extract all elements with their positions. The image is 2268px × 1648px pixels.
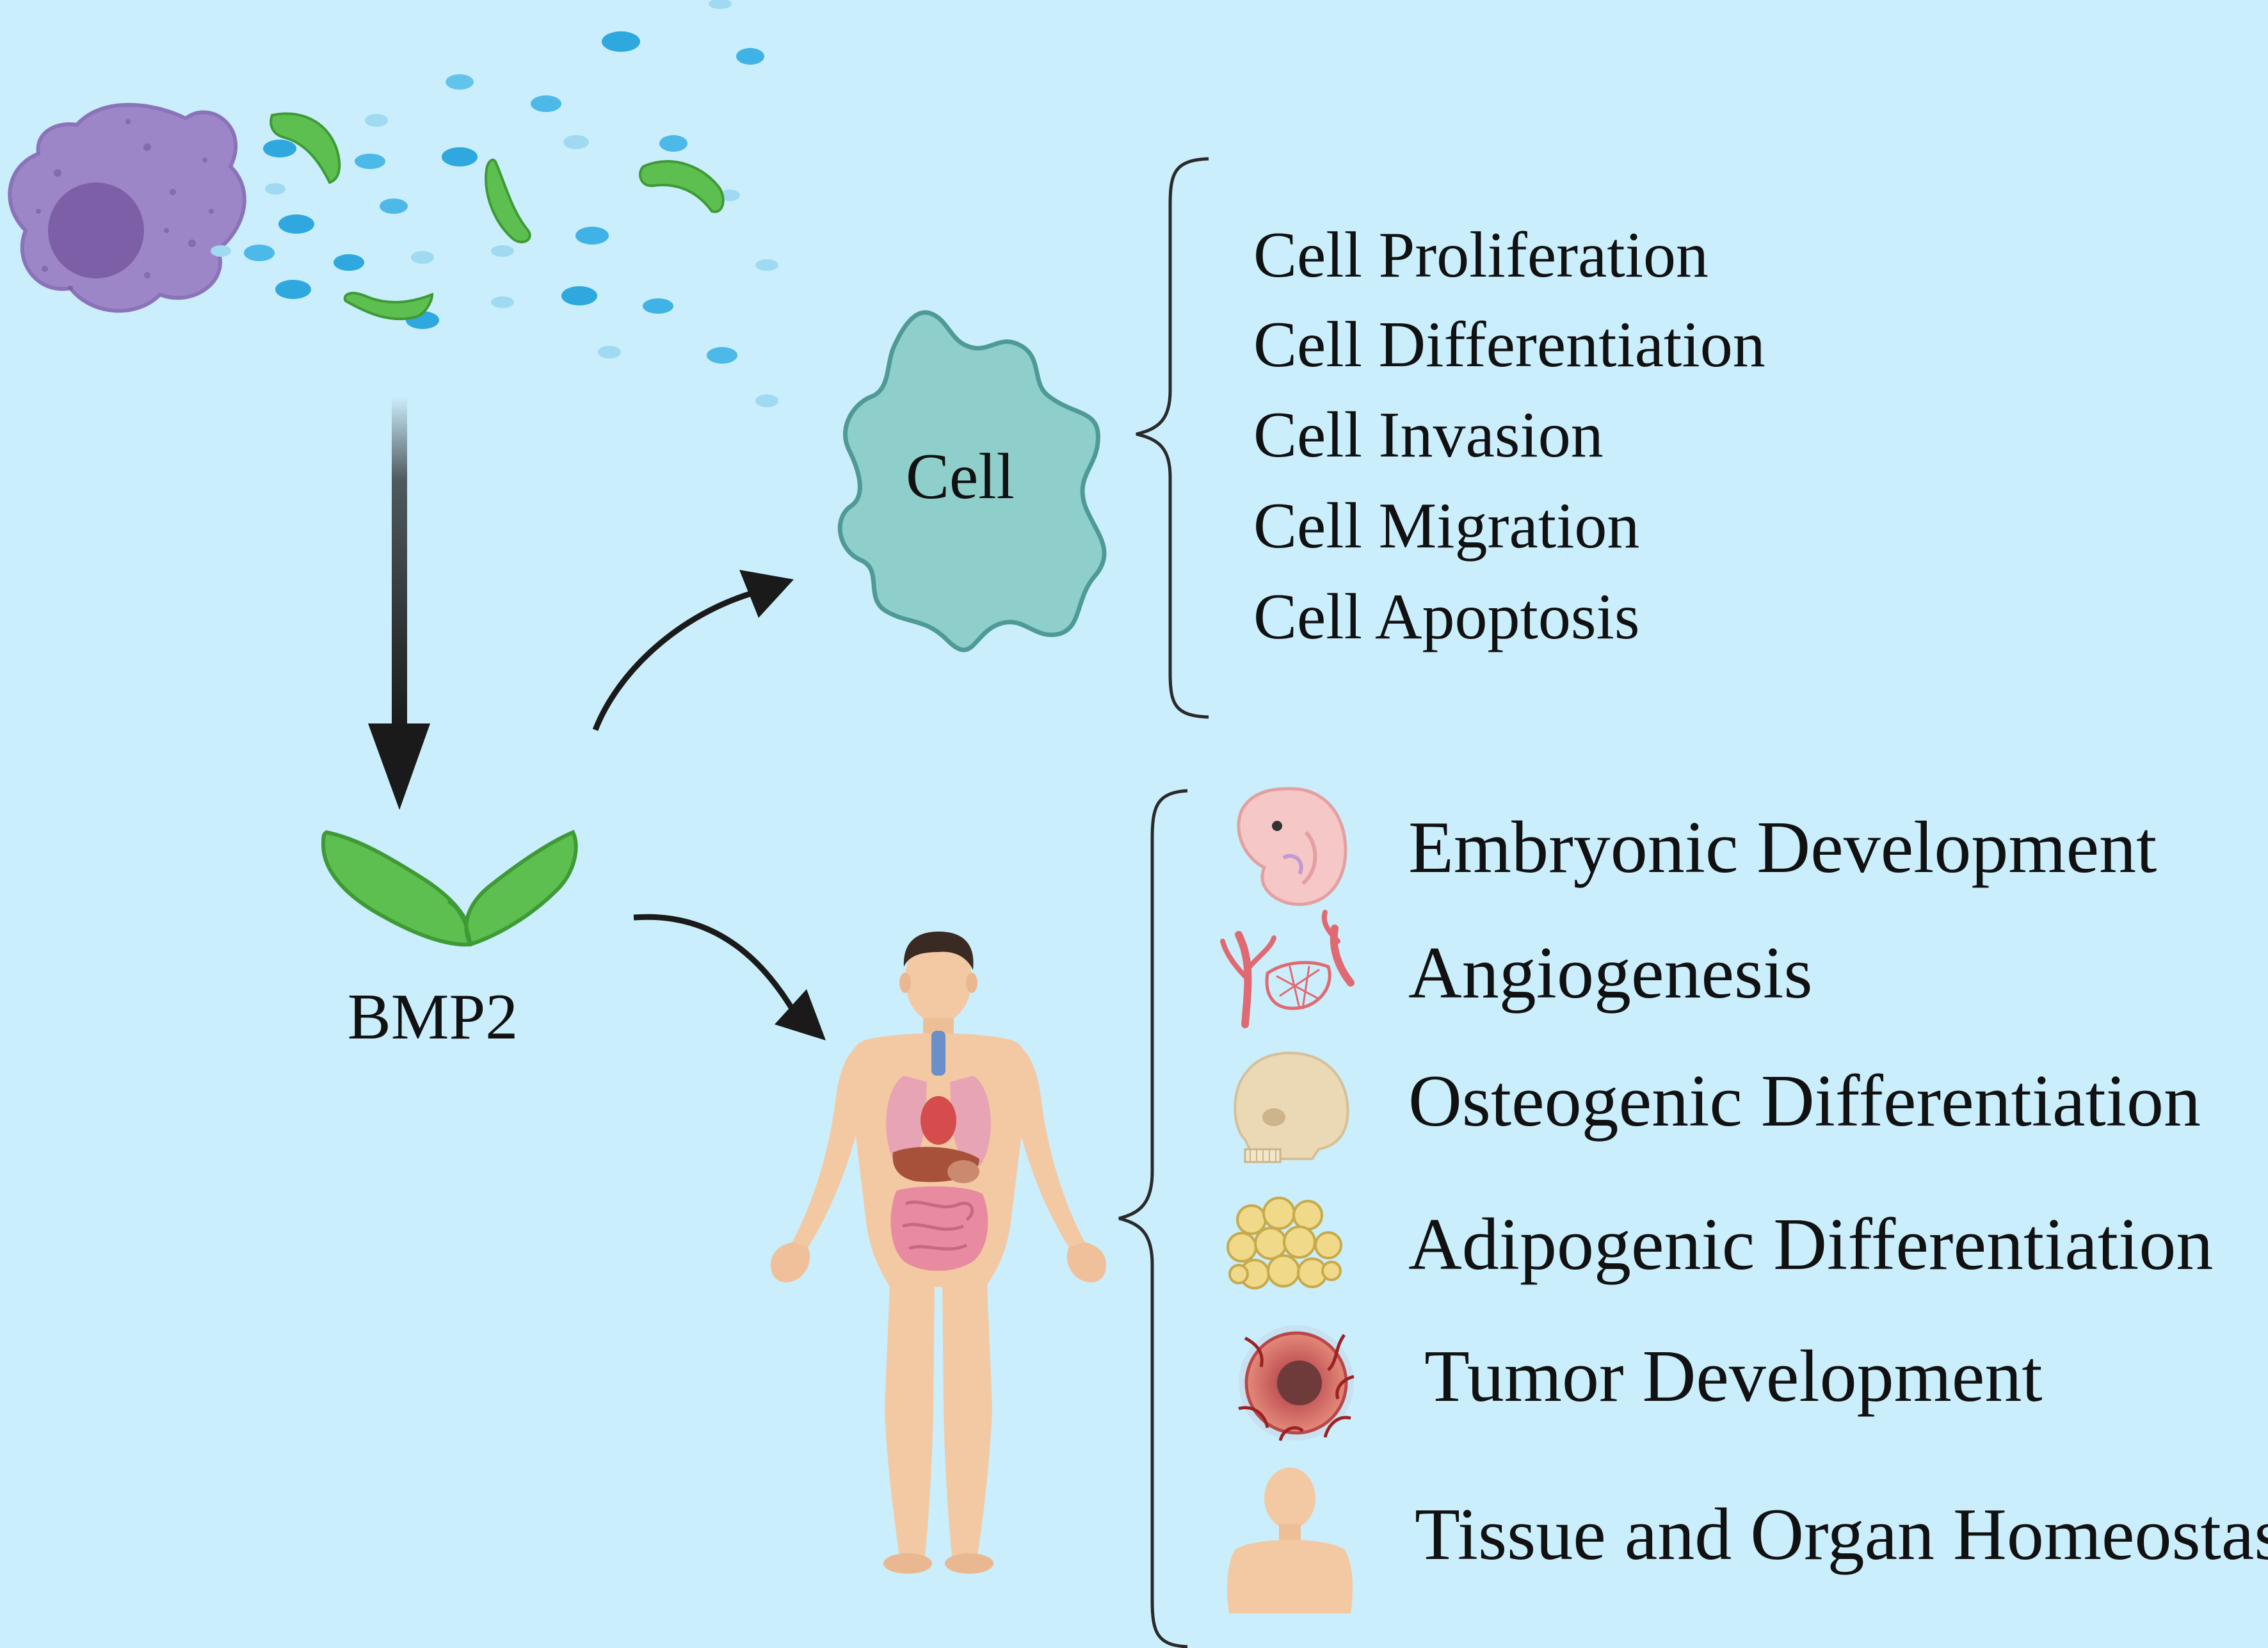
- arrow-to-cell: [592, 570, 794, 731]
- cellular-effect-item: Cell Apoptosis: [1253, 581, 1640, 653]
- cellular-effects-list: Cell Proliferation Cell Differentiation …: [1253, 219, 1765, 653]
- organism-effect-item: Tissue and Organ Homeostasis: [1415, 1494, 2268, 1576]
- fat-cells-icon: [1226, 1197, 1342, 1289]
- tumor-icon: [1238, 1325, 1355, 1441]
- human-torso-icon: [1227, 1467, 1353, 1613]
- secreting-cell: [8, 102, 246, 313]
- human-body-icon: [771, 932, 1106, 1574]
- organism-effect-item: Angiogenesis: [1408, 932, 1813, 1014]
- cellular-effect-item: Cell Proliferation: [1253, 219, 1709, 291]
- cellular-effect-item: Cell Migration: [1253, 490, 1639, 562]
- cellular-effects-brace: [1136, 157, 1209, 719]
- skull-icon: [1234, 1051, 1349, 1163]
- secreted-particles: [211, 0, 778, 407]
- organism-effect-item: Adipogenic Differentiation: [1408, 1204, 2213, 1286]
- bmp2-protein: [321, 830, 578, 947]
- target-cell: [837, 310, 1107, 652]
- organism-effects-brace: [1118, 789, 1188, 1648]
- cellular-effect-item: Cell Invasion: [1253, 399, 1604, 471]
- organism-effects-list: Embryonic Development Angiogenesis Osteo…: [1408, 807, 2268, 1576]
- organism-effect-item: Embryonic Development: [1408, 807, 2157, 889]
- cell-label: Cell: [906, 440, 1015, 513]
- embryo-icon: [1237, 787, 1347, 906]
- arrow-to-body: [633, 914, 826, 1040]
- organism-effect-item: Osteogenic Differentiation: [1408, 1060, 2201, 1142]
- blood-vessel-icon: [1220, 910, 1355, 1028]
- bmp2-label: BMP2: [348, 981, 518, 1053]
- cellular-effect-item: Cell Differentiation: [1253, 309, 1765, 381]
- organism-effect-item: Tumor Development: [1424, 1336, 2043, 1418]
- secretion-arrow: [368, 397, 430, 810]
- bmp2-dimers-small: [269, 112, 725, 321]
